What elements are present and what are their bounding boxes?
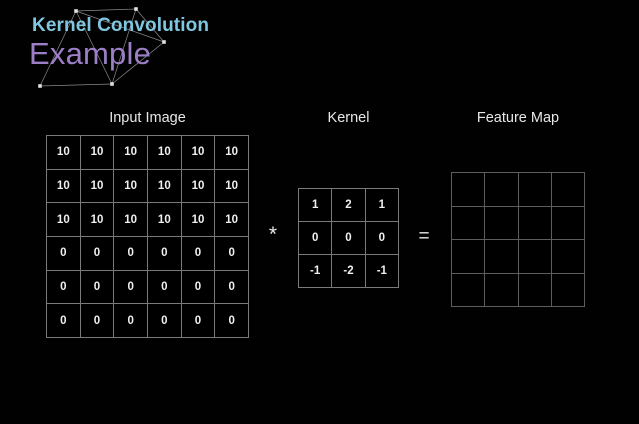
matrix-cell: 10	[114, 136, 148, 170]
matrix-cell: 0	[114, 237, 148, 271]
network-edge	[39, 83, 113, 87]
matrix-cell: 0	[148, 270, 182, 305]
matrix-cell: 10	[148, 136, 182, 170]
matrix-cell: 10	[181, 203, 216, 237]
matrix-cell: 0	[114, 270, 148, 305]
matrix-cell: 2	[332, 189, 366, 222]
matrix-cell	[452, 240, 486, 274]
matrix-cell: 0	[181, 270, 216, 305]
matrix-cell: 10	[114, 203, 148, 237]
matrix-cell: 10	[148, 169, 182, 204]
page-subtitle: Example	[29, 36, 152, 71]
matrix-cell	[518, 240, 552, 274]
matrix-cell: 0	[332, 222, 366, 255]
input-image-heading: Input Image	[109, 110, 186, 126]
matrix-cell	[551, 173, 585, 207]
network-node	[162, 40, 166, 44]
matrix-cell: 10	[148, 203, 182, 237]
matrix-cell: 10	[47, 203, 81, 237]
matrix-cell	[551, 273, 585, 307]
matrix-cell: -2	[332, 255, 366, 288]
matrix-cell: 0	[365, 222, 399, 255]
matrix-cell: 0	[47, 270, 81, 305]
matrix-cell	[485, 273, 519, 307]
network-node	[74, 9, 78, 13]
matrix-cell	[452, 206, 486, 240]
matrix-cell: 10	[114, 169, 148, 204]
matrix-cell: 10	[215, 203, 249, 237]
matrix-cell: 10	[80, 169, 115, 204]
matrix-cell: 0	[215, 237, 249, 271]
matrix-cell: 0	[215, 270, 249, 305]
equals-operator: =	[418, 226, 430, 247]
matrix-cell: 0	[148, 304, 182, 338]
network-node	[38, 84, 42, 88]
matrix-cell: 10	[80, 203, 115, 237]
matrix-cell: 10	[80, 136, 115, 170]
matrix-cell	[485, 173, 519, 207]
convolution-operator: *	[268, 223, 278, 246]
matrix-cell	[485, 206, 519, 240]
network-edge	[75, 8, 137, 12]
matrix-cell	[518, 273, 552, 307]
matrix-cell: 10	[215, 136, 249, 170]
matrix-cell: 10	[47, 169, 81, 204]
matrix-cell: 1	[299, 189, 333, 222]
matrix-cell	[551, 206, 585, 240]
kernel-heading: Kernel	[327, 110, 370, 126]
matrix-cell: 0	[181, 237, 216, 271]
matrix-cell: 0	[148, 237, 182, 271]
network-node	[110, 82, 114, 86]
matrix-cell: 10	[47, 136, 81, 170]
feature-map-matrix	[451, 172, 585, 307]
matrix-cell: 0	[47, 237, 81, 271]
network-node	[134, 7, 138, 11]
matrix-cell: -1	[299, 255, 333, 288]
matrix-cell: 0	[181, 304, 216, 338]
matrix-cell: 0	[114, 304, 148, 338]
matrix-cell	[452, 173, 486, 207]
page-title: Kernel Convolution	[32, 15, 210, 36]
matrix-cell	[518, 206, 552, 240]
matrix-cell: 0	[215, 304, 249, 338]
matrix-cell: 0	[80, 304, 115, 338]
matrix-cell	[551, 240, 585, 274]
matrix-cell: 0	[299, 222, 333, 255]
matrix-cell: 10	[181, 169, 216, 204]
matrix-cell: 10	[181, 136, 216, 170]
matrix-cell: 0	[80, 237, 115, 271]
matrix-cell	[518, 173, 552, 207]
matrix-cell: 1	[365, 189, 399, 222]
matrix-cell: 0	[80, 270, 115, 305]
feature-map-heading: Feature Map	[476, 110, 560, 126]
matrix-cell: 10	[215, 169, 249, 204]
matrix-cell: 0	[47, 304, 81, 338]
matrix-cell	[485, 240, 519, 274]
matrix-cell	[452, 273, 486, 307]
matrix-cell: -1	[365, 255, 399, 288]
